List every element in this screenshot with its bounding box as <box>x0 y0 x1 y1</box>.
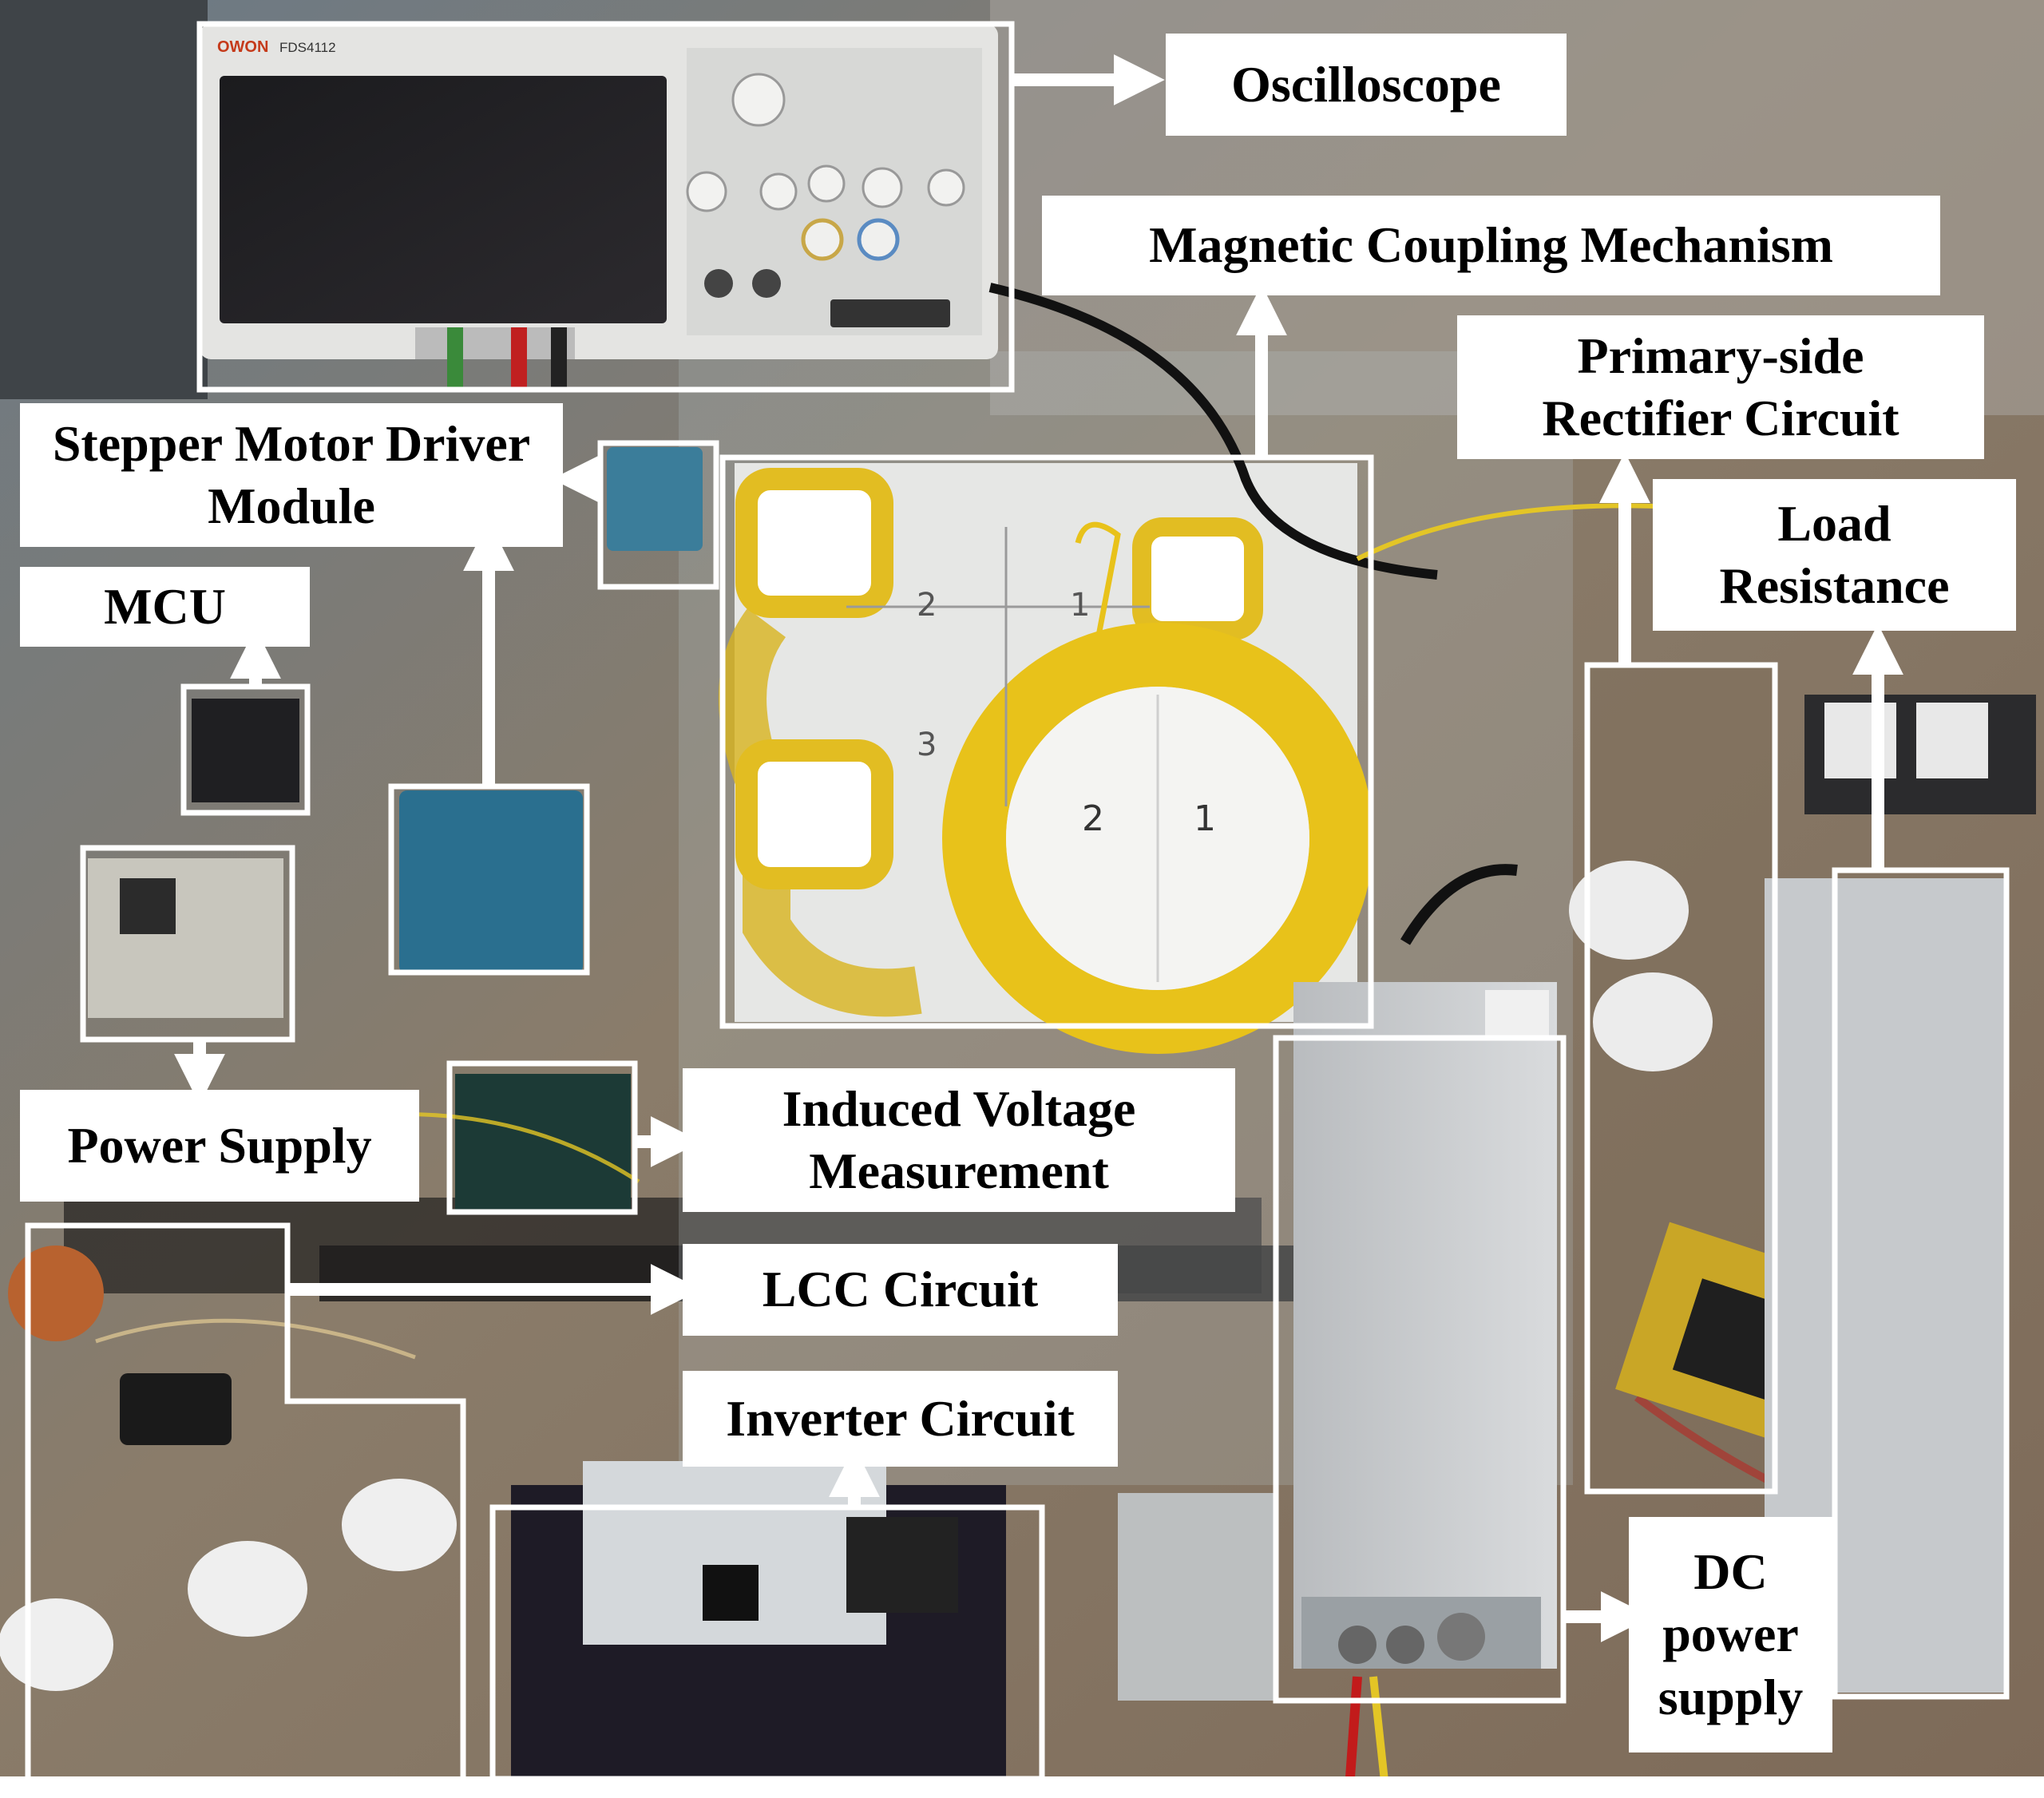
coil-inner-number-2: 2 <box>1082 798 1104 839</box>
label-oscilloscope: Oscilloscope <box>1166 34 1567 136</box>
label-lcc-circuit: LCC Circuit <box>683 1244 1118 1336</box>
label-inverter-circuit: Inverter Circuit <box>683 1371 1118 1467</box>
label-power-supply: Power Supply <box>20 1090 419 1202</box>
label-stepper-driver: Stepper Motor Driver Module <box>20 403 563 547</box>
coil-region-number-2: 2 <box>917 587 937 624</box>
coil-region-number-1: 1 <box>1070 587 1091 624</box>
coil-plate <box>719 463 1373 1054</box>
coil-inner-number-1: 1 <box>1194 798 1216 839</box>
oscilloscope-device <box>200 24 998 391</box>
label-magnetic-coupling: Magnetic Coupling Mechanism <box>1042 196 1940 295</box>
label-induced-voltage: Induced Voltage Measurement <box>683 1068 1235 1212</box>
label-primary-rectifier: Primary-side Rectifier Circuit <box>1457 315 1984 459</box>
oscilloscope-model: FDS4112 <box>279 40 336 55</box>
oscilloscope-brand: OWON <box>217 38 269 56</box>
label-load-resistance: Load Resistance <box>1653 479 2016 631</box>
label-dc-power-supply: DC power supply <box>1629 1517 1832 1752</box>
label-mcu: MCU <box>20 567 310 647</box>
coil-region-number-3: 3 <box>917 727 937 763</box>
